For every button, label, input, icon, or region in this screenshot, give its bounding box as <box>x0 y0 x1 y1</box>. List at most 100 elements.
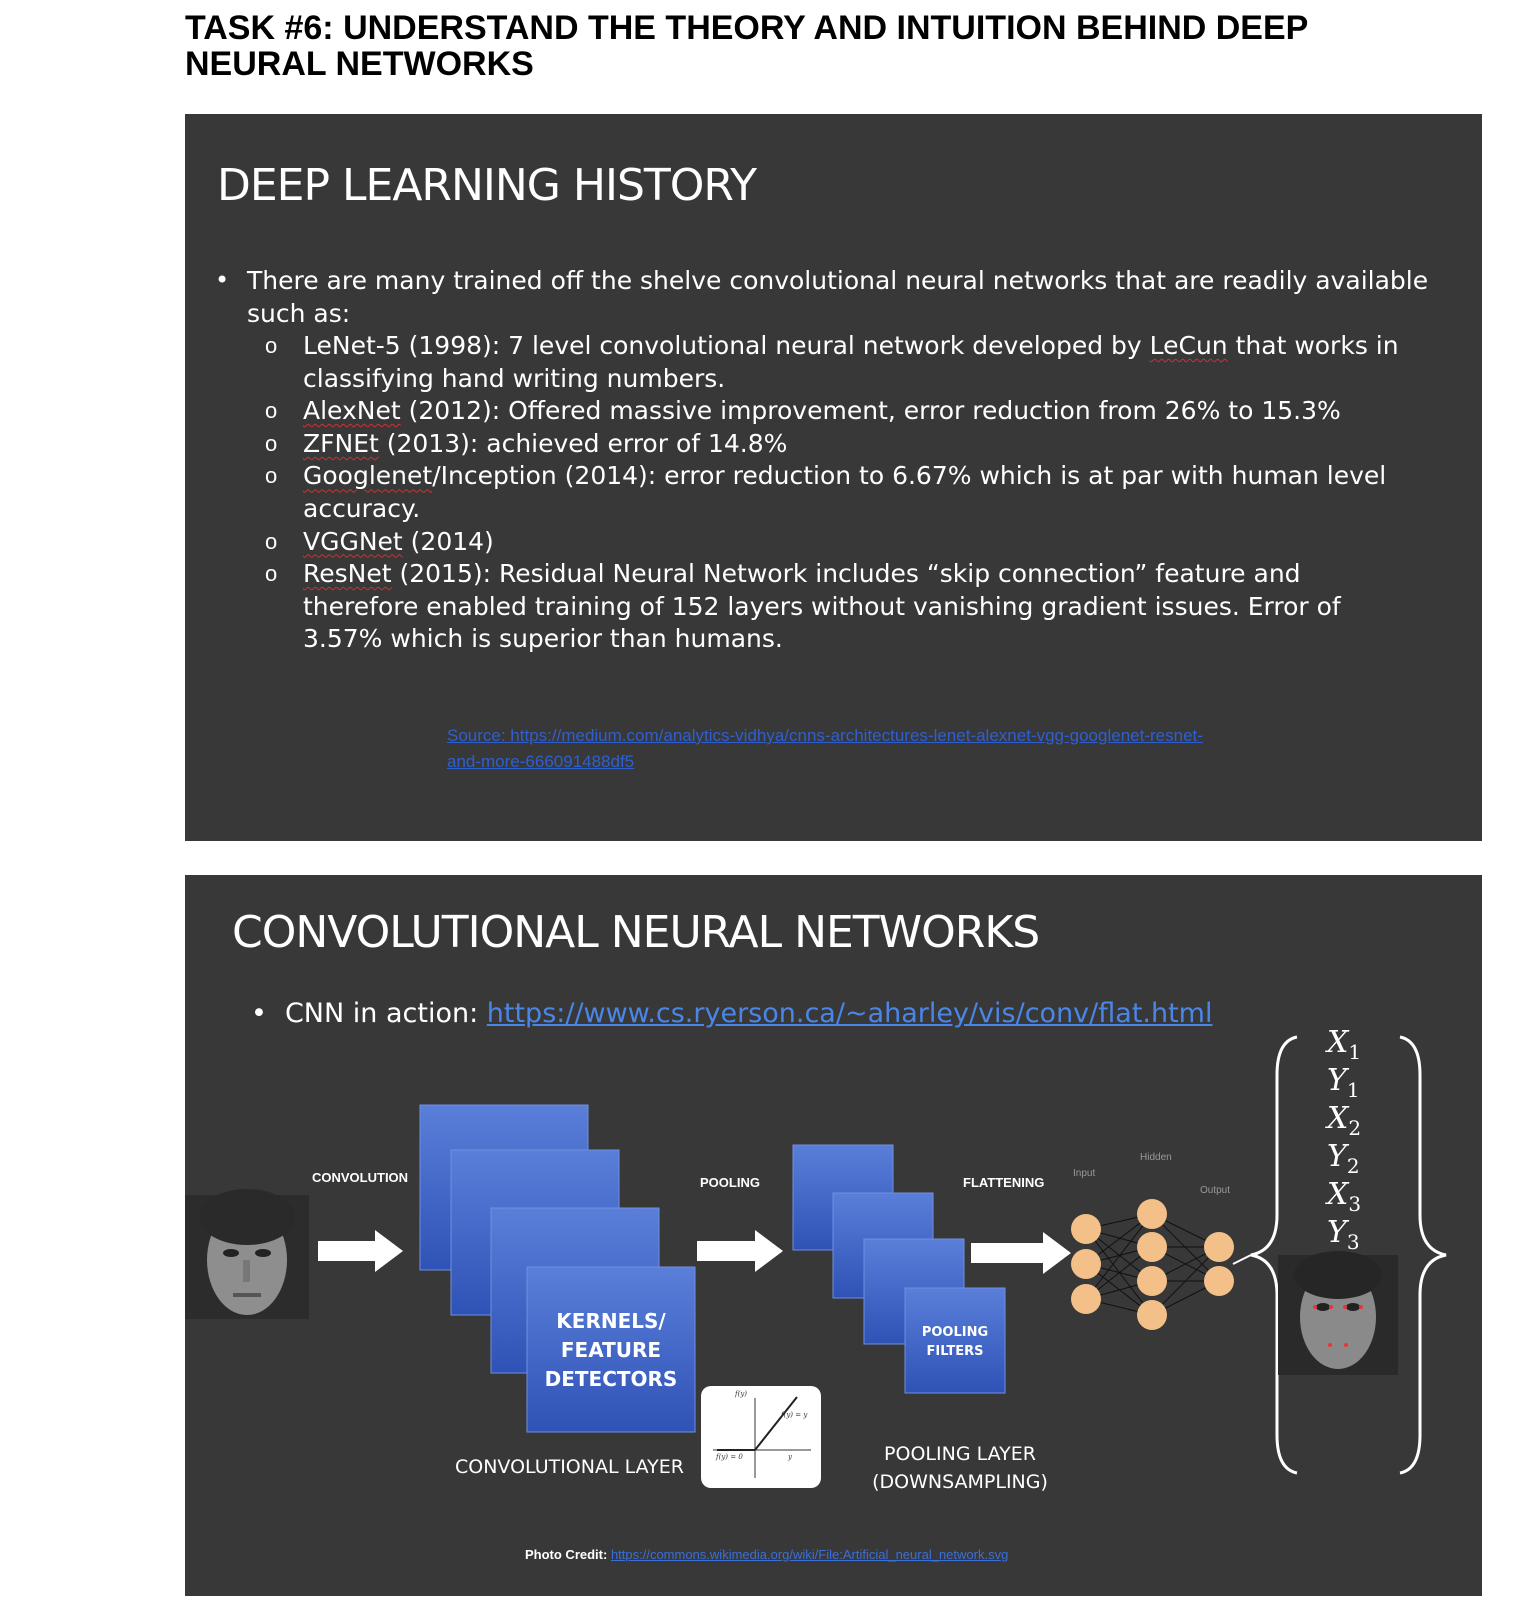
output-x2: X2 <box>1327 1101 1361 1140</box>
output-var: X <box>1327 1177 1349 1212</box>
output-x3: X3 <box>1327 1177 1361 1216</box>
nn-edge <box>1085 1213 1153 1300</box>
output-face-image <box>1278 1251 1398 1375</box>
relu-fy-label: f(y) <box>735 1390 748 1398</box>
nn-node <box>1137 1199 1167 1229</box>
network-name: ZFNEt <box>303 428 379 458</box>
network-desc: (2013): achieved error of 14.8% <box>378 428 788 458</box>
network-name: VGGNet <box>303 526 403 556</box>
input-face-image <box>185 1189 309 1319</box>
output-index: 2 <box>1346 1154 1360 1178</box>
nn-node <box>1071 1284 1101 1314</box>
kernels-line: DETECTORS <box>544 1367 678 1391</box>
convolution-arrow-icon <box>318 1230 403 1272</box>
nn-node <box>1137 1266 1167 1296</box>
relu-identity-label: f(y) = y <box>781 1411 808 1419</box>
circle-bullet-icon: o <box>265 398 278 424</box>
output-var: Y <box>1327 1139 1347 1174</box>
output-brace-left-icon <box>1250 1035 1298 1475</box>
network-name: ResNet <box>303 559 392 589</box>
main-bullet-text: There are many trained off the shelve co… <box>247 266 1429 328</box>
network-author: LeCun <box>1149 331 1228 360</box>
list-item: o ResNet (2015): Residual Neural Network … <box>265 558 1405 656</box>
slide-deep-learning-history: DEEP LEARNING HISTORY • There are many t… <box>185 114 1482 841</box>
nn-output-label: Output <box>1200 1185 1231 1196</box>
network-desc: (1998): 7 level convolutional neural net… <box>400 331 1150 360</box>
relu-y-label: y <box>788 1453 792 1461</box>
output-index: 3 <box>1346 1230 1360 1254</box>
nn-node <box>1071 1249 1101 1279</box>
slide-heading: DEEP LEARNING HISTORY <box>217 160 757 211</box>
nn-edge <box>1151 1246 1220 1316</box>
page-title: TASK #6: UNDERSTAND THE THEORY AND INTUI… <box>185 9 1308 83</box>
output-var: Y <box>1327 1063 1347 1098</box>
bullet-icon: • <box>215 266 230 294</box>
pool-layer-label: POOLING LAYER (DOWNSAMPLING) <box>845 1440 1075 1496</box>
pooled-map-box <box>904 1287 1006 1394</box>
list-item: o VGGNet (2014) <box>265 526 1405 559</box>
pooling-filters-label: POOLING FILTERS <box>905 1323 1005 1361</box>
relu-zero-label: f(y) = 0 <box>716 1453 743 1461</box>
cnn-bullet-text: CNN in action: <box>284 998 487 1029</box>
neural-network-nodes <box>1071 1199 1252 1330</box>
network-name: LeNet-5 <box>303 331 401 360</box>
circle-bullet-icon: o <box>265 430 278 456</box>
output-index: 1 <box>1346 1078 1360 1102</box>
output-index: 2 <box>1348 1116 1362 1140</box>
nn-hidden-label: Hidden <box>1140 1152 1172 1163</box>
conv-layer-label: CONVOLUTIONAL LAYER <box>455 1456 684 1478</box>
pooling-arrow-icon <box>697 1230 783 1272</box>
nn-node <box>1137 1300 1167 1330</box>
slide-convolutional-neural-networks: CONVOLUTIONAL NEURAL NETWORKS • CNN in ac… <box>185 875 1482 1596</box>
slide-heading: CONVOLUTIONAL NEURAL NETWORKS <box>232 907 1040 958</box>
cnn-demo-link[interactable]: https://www.cs.ryerson.ca/~aharley/vis/c… <box>486 998 1213 1029</box>
output-y3: Y3 <box>1327 1215 1360 1254</box>
list-item: o ZFNEt (2013): achieved error of 14.8% <box>265 428 1405 461</box>
nn-node <box>1137 1232 1167 1262</box>
output-var: Y <box>1327 1215 1347 1250</box>
cnn-diagram <box>185 1035 1447 1488</box>
cnn-bullet: • CNN in action: https://www.cs.ryerson.c… <box>251 998 1212 1029</box>
pooling-label: POOLING <box>700 1175 760 1190</box>
feature-map-box <box>526 1266 696 1433</box>
network-desc: (2015): Residual Neural Network includes… <box>303 559 1341 654</box>
network-desc: (2014) <box>402 526 494 556</box>
network-name: AlexNet <box>303 396 401 426</box>
network-desc-tail: that works in classifying hand writing n… <box>303 331 1399 393</box>
pooling-filters-line: POOLING <box>921 1325 989 1340</box>
output-var: X <box>1327 1025 1349 1060</box>
network-list: o LeNet-5 (1998): 7 level convolutional n… <box>265 330 1405 656</box>
output-brace-right-icon <box>1399 1035 1447 1475</box>
pooling-filters-line: FILTERS <box>926 1344 984 1359</box>
kernels-line: FEATURE <box>560 1338 662 1362</box>
nn-node <box>1204 1266 1234 1296</box>
output-y2: Y2 <box>1327 1139 1360 1178</box>
bullet-icon: • <box>251 998 267 1029</box>
photo-credit: Photo Credit: https://commons.wikimedia.… <box>525 1547 1008 1562</box>
feature-map-stack <box>419 1104 696 1433</box>
circle-bullet-icon: o <box>265 333 278 358</box>
nn-input-label: Input <box>1073 1168 1096 1179</box>
source-link[interactable]: Source: https://medium.com/analytics-vid… <box>447 726 1203 771</box>
main-bullet: • There are many trained off the shelve … <box>215 264 1445 330</box>
kernels-line: KERNELS/ <box>556 1309 666 1333</box>
network-desc: /Inception (2014): error reduction to 6.… <box>303 461 1387 523</box>
output-index: 1 <box>1348 1040 1362 1064</box>
photo-credit-link[interactable]: https://commons.wikimedia.org/wiki/File:… <box>610 1547 1009 1562</box>
output-y1: Y1 <box>1327 1063 1360 1102</box>
circle-bullet-icon: o <box>265 561 278 587</box>
circle-bullet-icon: o <box>265 528 278 554</box>
pool-layer-line: POOLING LAYER <box>884 1443 1036 1465</box>
flattening-label: FLATTENING <box>963 1175 1045 1190</box>
flattening-arrow-icon <box>971 1232 1071 1274</box>
list-item: o LeNet-5 (1998): 7 level convolutional n… <box>265 330 1405 395</box>
output-var: X <box>1327 1101 1349 1136</box>
pool-layer-line: (DOWNSAMPLING) <box>872 1471 1048 1493</box>
nn-node <box>1071 1214 1101 1244</box>
circle-bullet-icon: o <box>265 463 278 489</box>
relu-graph <box>701 1386 821 1488</box>
convolution-label: CONVOLUTION <box>312 1170 409 1185</box>
nn-to-output-connector <box>1232 1254 1252 1265</box>
